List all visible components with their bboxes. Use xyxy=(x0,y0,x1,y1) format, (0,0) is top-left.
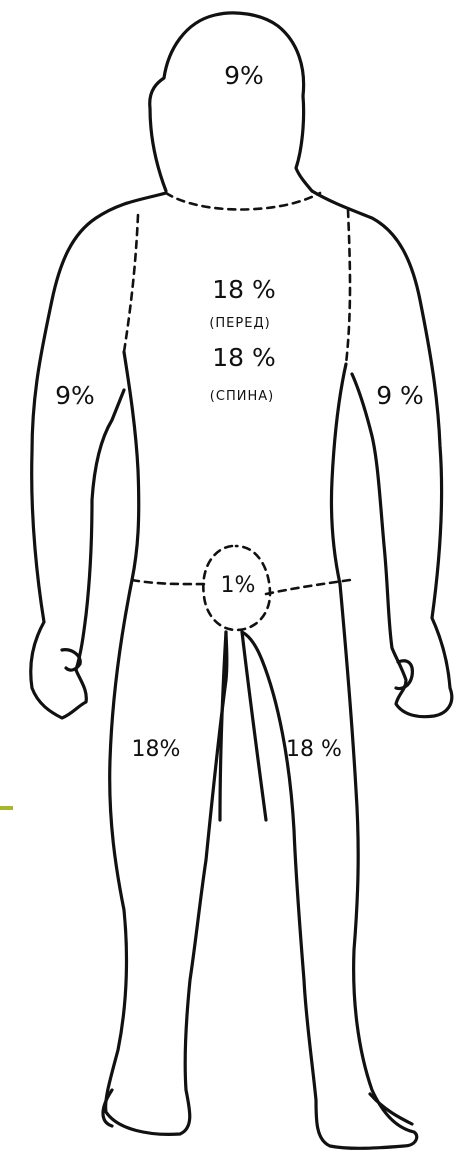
right-inner-arm-outline xyxy=(331,364,346,584)
torso-front-percent-label: 18 % xyxy=(212,275,276,304)
left-side-outline xyxy=(31,193,166,718)
torso-back-percent-label: 18 % xyxy=(212,343,276,372)
right-arm-percent-label: 9% xyxy=(55,381,95,410)
left-leg-percent-label: 18 % xyxy=(286,737,342,762)
left-arm-percent-label: 9 % xyxy=(376,381,424,410)
left-foot-outline xyxy=(103,1090,112,1126)
right-leg-percent-label: 18% xyxy=(132,737,181,762)
torso-back-note-label: (СПИНА) xyxy=(210,389,274,404)
neck-boundary xyxy=(166,193,320,210)
head-outline xyxy=(150,13,312,191)
hip-boundary xyxy=(132,580,208,584)
hip-boundary-right xyxy=(266,580,350,594)
inner-left-leg-outline xyxy=(220,632,226,820)
right-leg-outline xyxy=(242,584,417,1148)
torso-front-note-label: (ПЕРЕД) xyxy=(209,316,270,331)
head-percent-label: 9% xyxy=(224,61,264,90)
groin-percent-label: 1% xyxy=(221,573,256,598)
left-inner-arm-outline xyxy=(124,352,139,580)
left-leg-outline xyxy=(106,580,227,1134)
right-shoulder-boundary xyxy=(346,210,350,364)
left-shoulder-boundary xyxy=(124,215,138,352)
